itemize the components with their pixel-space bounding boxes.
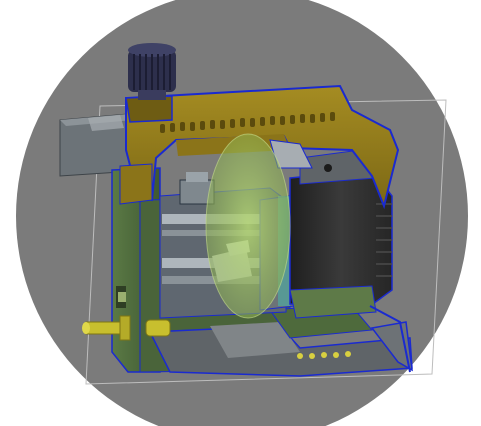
knurled-knob-icon: [128, 43, 176, 100]
selection-highlight: [206, 134, 290, 318]
bracket-icon: [369, 305, 411, 373]
brass-fitting-icon: [82, 315, 351, 359]
top-housing: [119, 84, 400, 210]
motor-icon: [289, 149, 393, 319]
